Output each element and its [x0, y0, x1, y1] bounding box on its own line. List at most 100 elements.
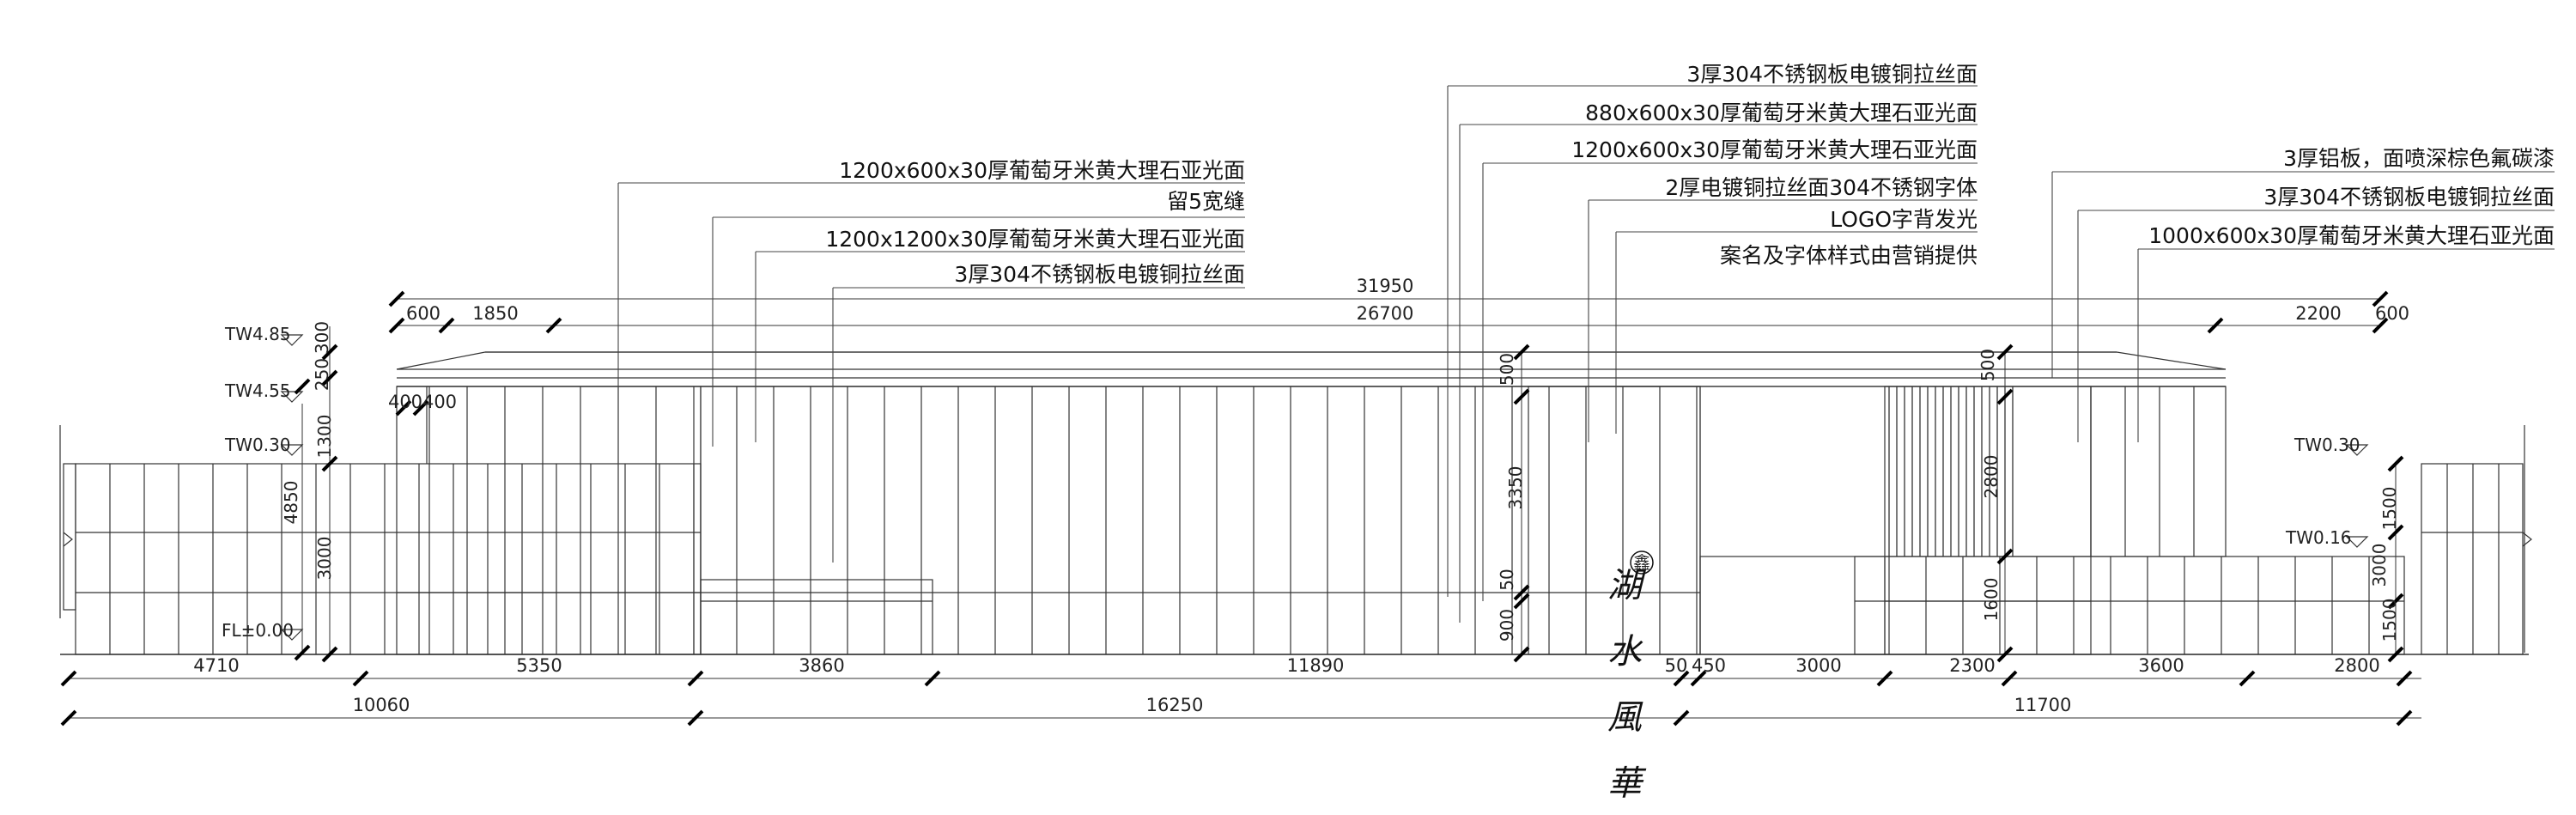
bottom-dimensions-row2: 10060 16250 11700: [353, 695, 2072, 715]
roof-overhang: [396, 351, 2227, 370]
callout-left-2: 留5宽缝: [1167, 189, 1245, 214]
dim-cv-1: 3350: [1505, 466, 1526, 510]
dim-right-b: 600: [2375, 303, 2409, 324]
dim-b1-0: 4710: [193, 655, 239, 676]
signage-wall: [1528, 386, 1701, 655]
callout-leaders: [617, 85, 2555, 623]
break-mark-left: [63, 532, 73, 547]
dim-tick: [545, 317, 562, 334]
left-vertical-dimensions: 300 250 1300 4850 3000: [281, 321, 335, 581]
dim-tick: [294, 378, 311, 395]
small-dimensions: 400 400: [388, 392, 457, 412]
dim-small-b: 400: [422, 392, 457, 412]
facade-geometry: [59, 298, 2532, 719]
dim-b1-3: 11890: [1287, 655, 1345, 676]
dim-b1-9: 2800: [2334, 655, 2379, 676]
level-markers: TW4.85 TW4.55 TW0.30 FL±0.00 TW0.30 TW0.…: [222, 324, 2360, 641]
dim-tick: [2387, 524, 2404, 541]
level-tw030-left: TW0.30: [224, 435, 291, 455]
dim-tick: [321, 369, 338, 386]
dim-tick: [1876, 670, 1893, 687]
dim-tick: [1513, 593, 1530, 610]
level-fl: FL±0.00: [222, 620, 294, 641]
dim-tick: [2387, 646, 2404, 663]
dim-tick: [1513, 584, 1530, 601]
callout-center-5: LOGO字背发光: [1830, 207, 1978, 232]
callout-center-6: 案名及字体样式由营销提供: [1720, 243, 1978, 268]
dim-inner: 26700: [1357, 303, 1414, 324]
brand-signage: 湖 水 風 華 鑫: [1601, 550, 1654, 809]
dim-rv-0: 500: [1978, 349, 1998, 381]
dim-b1-8: 3600: [2138, 655, 2184, 676]
dim-frv-1: 3000: [2369, 544, 2390, 587]
dim-lv-3: 4850: [281, 481, 301, 525]
dim-b1-6: 3000: [1795, 655, 1841, 676]
dim-b1-4: 50: [1665, 655, 1688, 676]
dim-tick: [2207, 317, 2224, 334]
right-low-box: [1699, 556, 1886, 655]
callouts-left: 1200x600x30厚葡萄牙米黄大理石亚光面 留5宽缝 1200x1200x3…: [825, 158, 1245, 287]
callouts-right: 3厚铝板，面喷深棕色氟碳漆 3厚304不锈钢板电镀铜拉丝面 1000x600x3…: [2148, 146, 2555, 248]
right-low-wall: [1854, 556, 2405, 655]
dim-lv-0: 300: [312, 321, 332, 354]
step-band: [700, 579, 933, 655]
level-tw016: TW0.16: [2285, 527, 2352, 548]
dim-left-a: 600: [406, 303, 440, 324]
dim-b2-1: 16250: [1146, 695, 1204, 715]
left-wall: [75, 463, 702, 655]
brand-text: 湖 水 風 華: [1601, 567, 1641, 809]
dim-b2-0: 10060: [353, 695, 410, 715]
dim-tick: [321, 455, 338, 472]
dim-tick: [60, 670, 77, 687]
dim-frv-0: 1500: [2379, 487, 2400, 531]
level-symbol-tw485: [280, 334, 304, 346]
level-symbol-tw030-right: [2345, 444, 2369, 456]
center-vertical-dimensions: 500 3350 50 900: [1497, 353, 1526, 642]
callout-right-2: 3厚304不锈钢板电镀铜拉丝面: [2263, 185, 2555, 210]
dim-right-a: 2200: [2295, 303, 2341, 324]
brand-logo-mark: [1630, 550, 1654, 575]
left-post: [63, 463, 76, 611]
dim-b2-2: 11700: [2014, 695, 2072, 715]
callout-left-3: 1200x1200x30厚葡萄牙米黄大理石亚光面: [825, 227, 1245, 252]
dim-tick: [1673, 709, 1690, 727]
dim-tick: [294, 644, 311, 661]
dimension-ticks: [60, 290, 2413, 727]
dim-tick: [388, 290, 405, 307]
dim-tick: [2372, 290, 2389, 307]
right-vertical-dimensions: 500 2800 1600: [1978, 349, 2002, 622]
level-tw455: TW4.55: [224, 380, 291, 401]
dim-tick: [1996, 388, 2014, 405]
dim-lv-1: 250: [312, 358, 332, 391]
callout-center-3: 1200x600x30厚葡萄牙米黄大理石亚光面: [1571, 137, 1978, 162]
callouts-center: 3厚304不锈钢板电镀铜拉丝面 880x600x30厚葡萄牙米黄大理石亚光面 1…: [1571, 62, 1978, 268]
dim-tick: [2387, 455, 2404, 472]
dim-b1-1: 5350: [516, 655, 562, 676]
bottom-dimensions-row1: 4710 5350 3860 11890 50 450 3000 2300 36…: [193, 655, 2379, 676]
level-symbol-tw030: [280, 444, 304, 456]
dim-lv-4: 3000: [314, 537, 335, 581]
far-right-vertical-dimensions: 1500 3000 1500: [2369, 487, 2400, 642]
dim-b1-2: 3860: [799, 655, 844, 676]
dim-tick: [438, 317, 455, 334]
callout-left-1: 1200x600x30厚葡萄牙米黄大理石亚光面: [839, 158, 1245, 183]
dim-b1-5: 450: [1692, 655, 1726, 676]
dim-cv-3: 900: [1497, 609, 1517, 642]
right-upper: [2090, 386, 2227, 557]
dim-cv-2: 50: [1497, 569, 1517, 590]
callout-left-4: 3厚304不锈钢板电镀铜拉丝面: [954, 262, 1245, 287]
dim-tick: [1513, 344, 1530, 361]
dim-tick: [1996, 548, 2014, 565]
dim-rv-2: 1600: [1981, 578, 2002, 622]
callout-center-2: 880x600x30厚葡萄牙米黄大理石亚光面: [1585, 100, 1978, 125]
dim-tick: [1690, 670, 1707, 687]
dim-tick: [2396, 709, 2413, 727]
dim-tick: [687, 670, 704, 687]
level-symbol-fl: [280, 629, 304, 641]
dim-lv-2: 1300: [314, 415, 335, 459]
dim-overall: 31950: [1357, 276, 1414, 296]
level-tw030-right: TW0.30: [2293, 435, 2360, 455]
dim-tick: [60, 709, 77, 727]
dim-tick: [687, 709, 704, 727]
dim-small-a: 400: [388, 392, 422, 412]
